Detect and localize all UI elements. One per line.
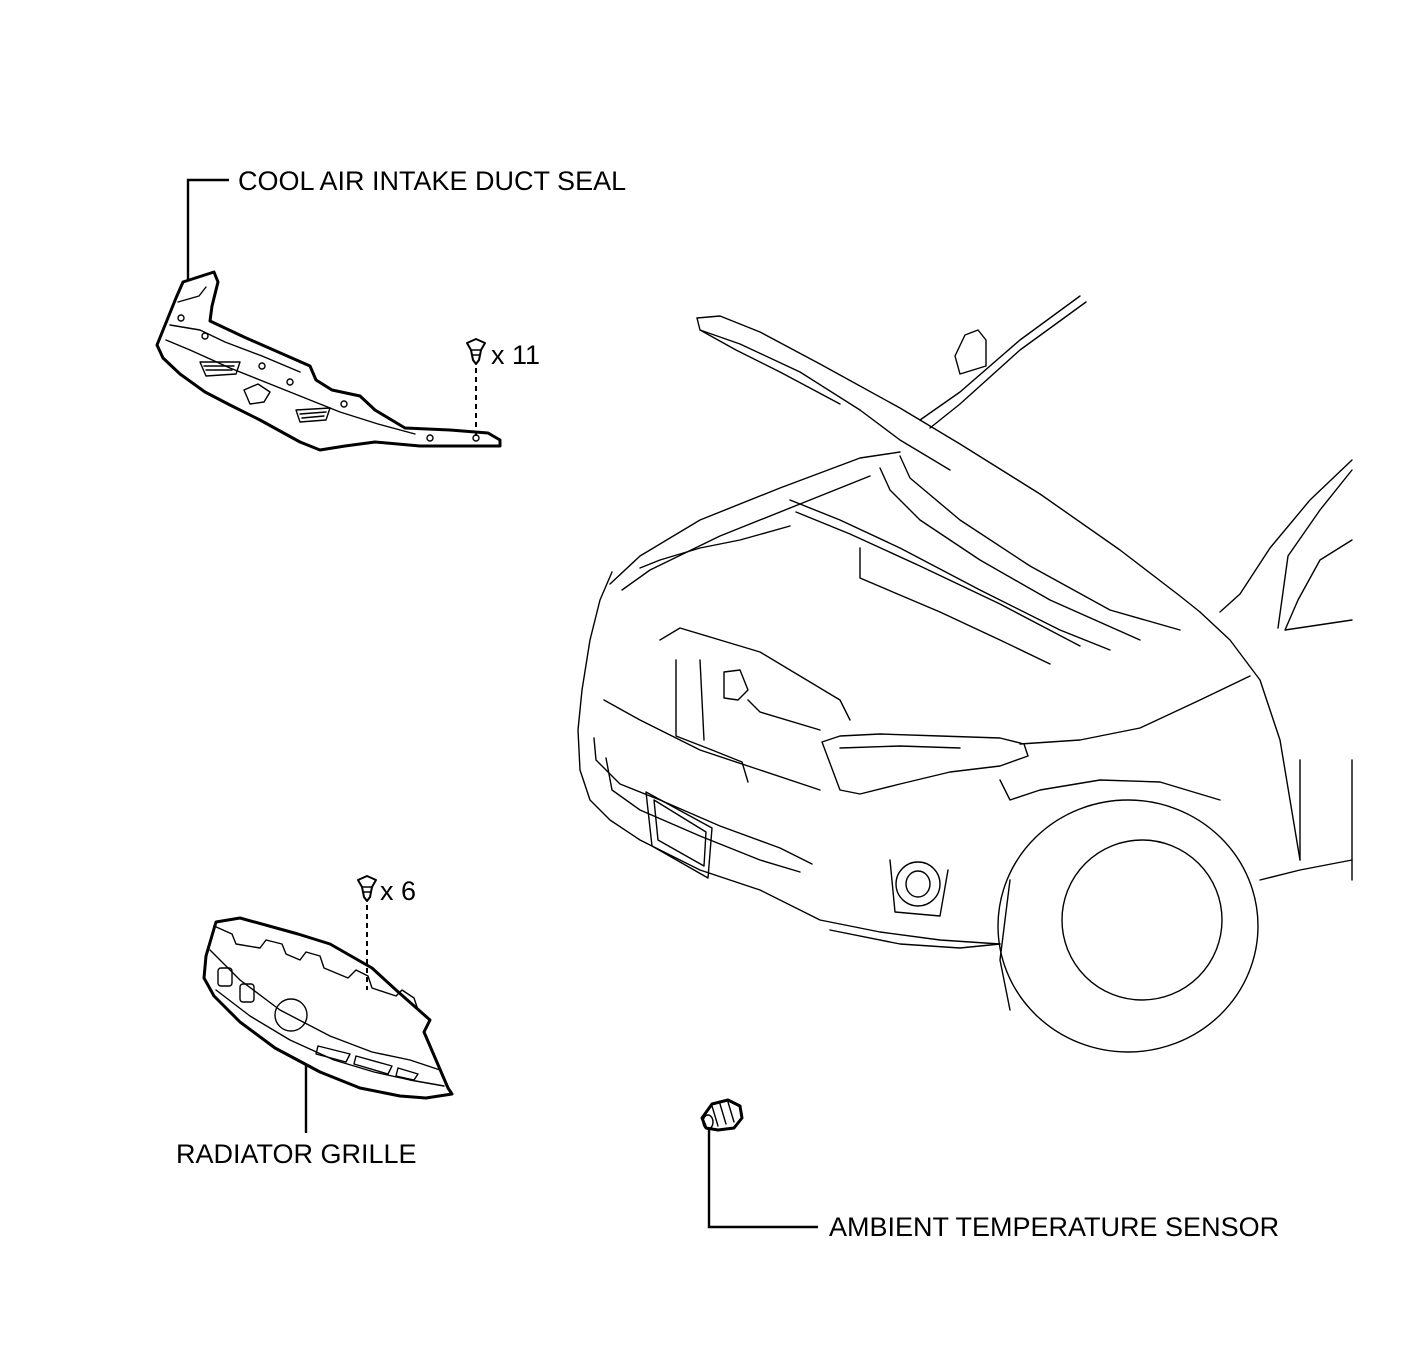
ambient-sensor-label: AMBIENT TEMPERATURE SENSOR	[829, 1212, 1280, 1242]
radiator-grille-label: RADIATOR GRILLE	[176, 1139, 417, 1169]
duct-seal-label: COOL AIR INTAKE DUCT SEAL	[238, 166, 627, 196]
ambient-temperature-sensor-part	[700, 1098, 744, 1132]
sensor-leader-line	[707, 1125, 818, 1229]
grille-clip-icon	[357, 875, 377, 902]
grille-clip-quantity: x 6	[380, 876, 417, 906]
vehicle-outline-illustration	[577, 295, 1353, 1053]
radiator-grille-part	[202, 916, 454, 1100]
duct-seal-clip-quantity: x 11	[491, 340, 541, 370]
duct-seal-leader-line	[186, 178, 229, 287]
cool-air-intake-duct-seal-part	[155, 270, 502, 452]
duct-seal-clip-icon	[466, 338, 486, 365]
